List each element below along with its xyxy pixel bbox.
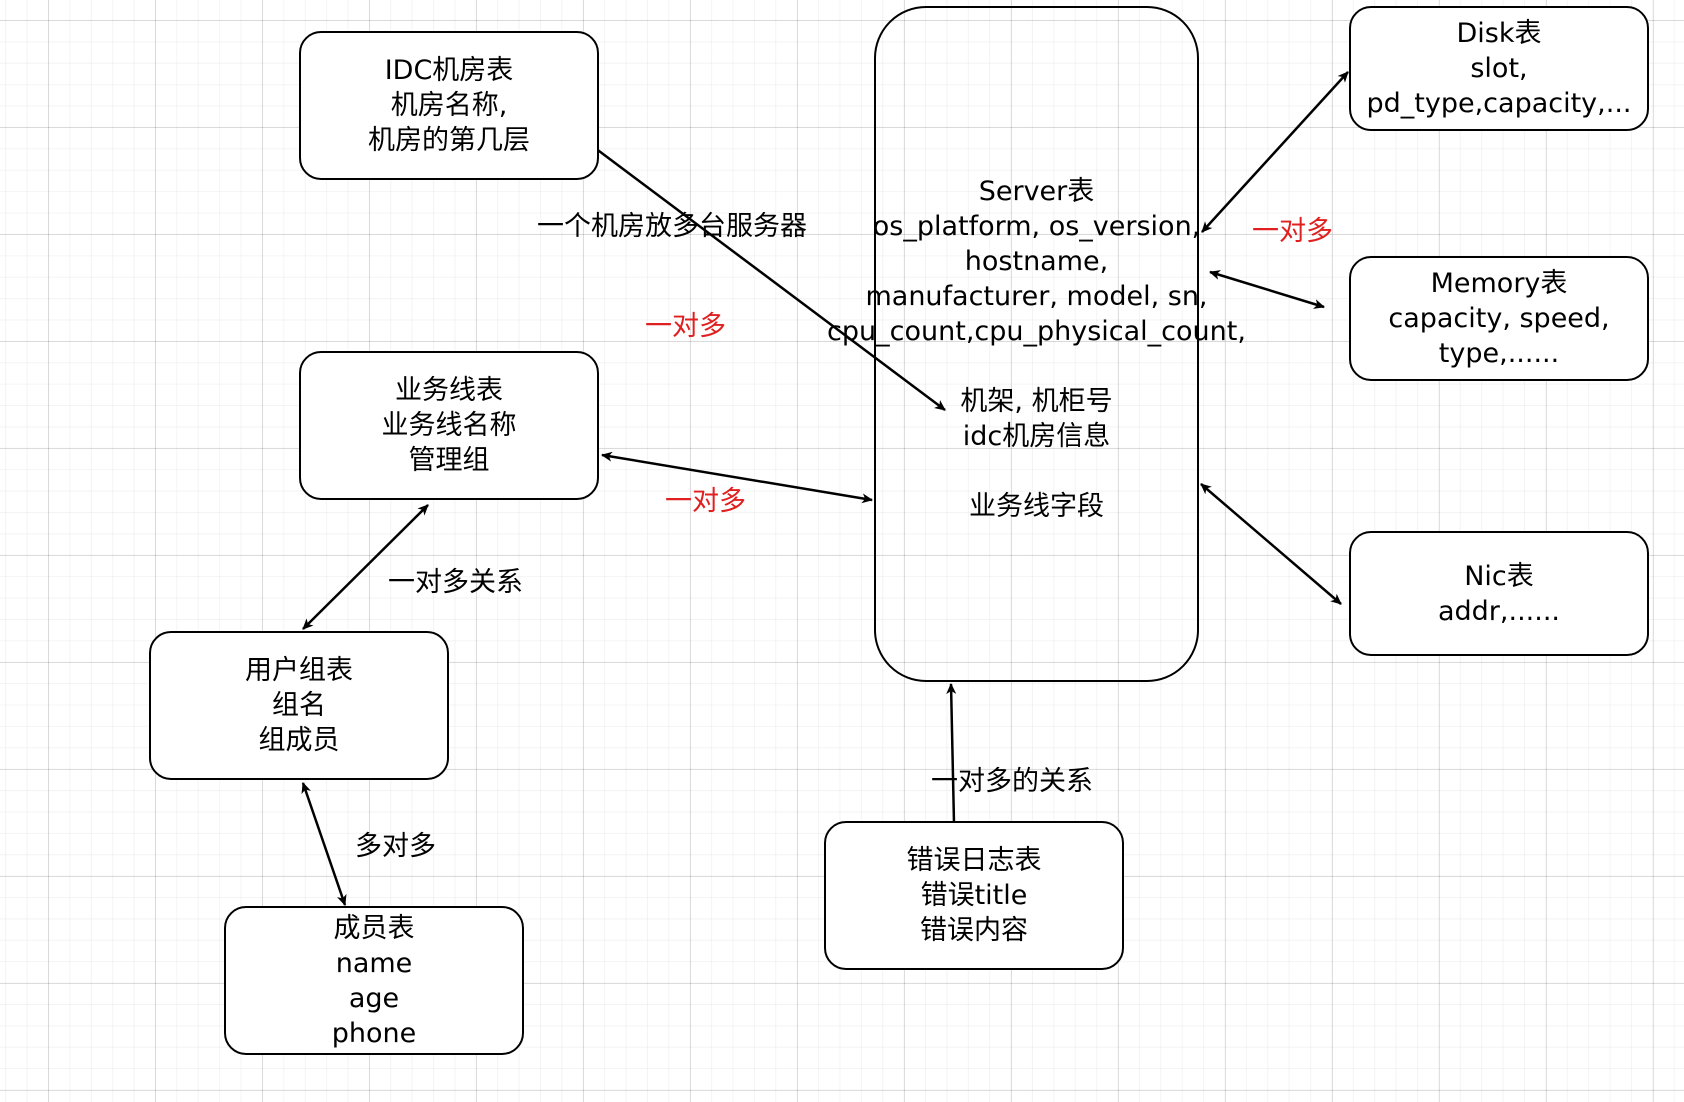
field-line: 业务线名称 [381,410,517,441]
field-line: 业务线表 [395,375,503,406]
field-line: Disk表 [1456,18,1542,49]
field-line: IDC机房表 [384,55,514,86]
field-line: 业务线字段 [969,491,1104,522]
field-line: name [335,947,413,979]
field-line: cpu_count,cpu_physical_count, [827,316,1246,347]
field-line: 成员表 [333,912,415,944]
server-disk-cardinality-label: 一对多 [1252,216,1333,247]
errorlog-server-relation-label: 一对多的关系 [931,766,1093,797]
field-line: Memory表 [1430,268,1568,299]
field-line: manufacturer, model, sn, [865,281,1208,312]
field-line: 管理组 [408,445,490,476]
idc-server-relation-label: 一个机房放多台服务器 [537,211,807,242]
field-line: 机房的第几层 [368,125,530,156]
field-line: phone [331,1017,417,1049]
field-line: capacity, speed, [1388,303,1610,334]
connector-server-nic [1200,483,1342,605]
field-line: Nic表 [1464,560,1534,592]
field-line: Server表 [978,176,1095,207]
field-line: 错误内容 [920,915,1028,946]
usergroup-member-relation-label: 多对多 [355,831,436,862]
field-line: hostname, [964,246,1109,277]
connector-server-disk [1201,71,1349,233]
field-line: 错误日志表 [906,845,1042,876]
connector-usergroup-member [301,782,347,906]
memory-table-node[interactable]: Memory表 capacity, speed, type,...... [1349,256,1649,381]
field-line: pd_type,capacity,... [1366,88,1632,119]
connector-errorlog-server [946,683,957,824]
business-usergroup-relation-label: 一对多关系 [388,567,523,598]
field-line: slot, [1470,53,1528,84]
user-group-table-node[interactable]: 用户组表组名组成员 [149,631,449,780]
field-line: 组成员 [258,725,340,756]
error-log-table-node[interactable]: 错误日志表错误title 错误内容 [824,821,1124,970]
server-table-node[interactable]: Server表 os_platform, os_version, hostname,… [827,6,1246,682]
field-line: 用户组表 [245,655,353,686]
field-line: 错误title [920,880,1028,911]
disk-table-node[interactable]: Disk表 slot, pd_type,capacity,... [1349,6,1649,131]
business-line-table-node[interactable]: 业务线表业务线名称管理组 [299,351,599,500]
field-line: type,...... [1438,338,1560,369]
connector-server-memory [1209,270,1325,309]
idc-table-node[interactable]: IDC机房表机房名称, 机房的第几层 [299,31,599,180]
field-line: idc机房信息 [962,421,1111,452]
field-line: 机房名称, [390,90,508,121]
field-line: 组名 [272,690,326,721]
business-server-cardinality-label: 一对多 [665,486,746,517]
field-line: age [348,982,400,1014]
idc-server-cardinality-label: 一对多 [645,311,726,342]
field-line: 机架, 机柜号 [960,386,1113,417]
field-line: addr,...... [1437,595,1560,627]
field-line: os_platform, os_version, [872,211,1201,242]
